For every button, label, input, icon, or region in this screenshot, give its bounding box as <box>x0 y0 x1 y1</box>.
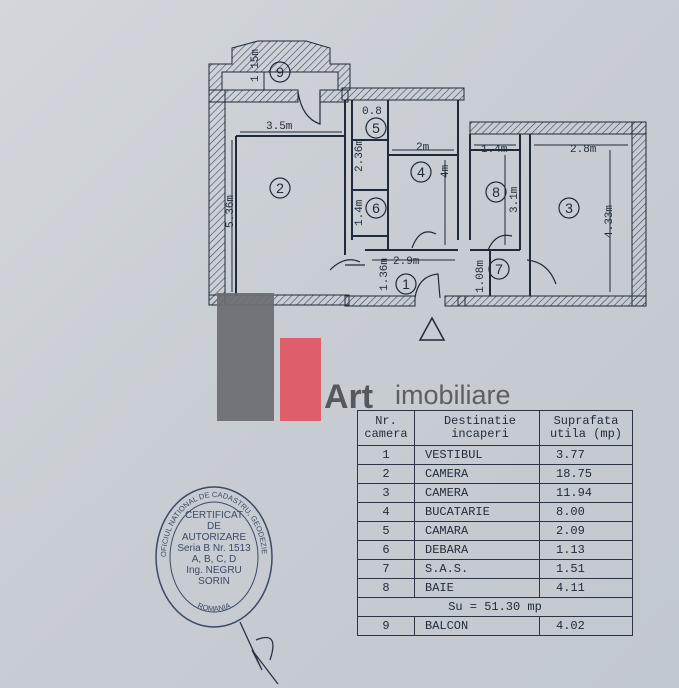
dim-bath-height: 3.1m <box>509 186 521 213</box>
table-total-row: Su = 51.30 mp <box>357 597 633 617</box>
logo-brand: Art <box>324 378 374 416</box>
room-marker-3: 3 <box>565 200 573 216</box>
dim-kitchen-height: 4m <box>440 164 452 178</box>
header-nr: Nr.camera <box>357 410 415 446</box>
dimension-lines <box>231 72 628 292</box>
logo-dark-block <box>217 293 274 421</box>
dim-pantry-top: 0.8 <box>362 106 382 118</box>
total-area: Su = 51.30 mp <box>357 597 633 617</box>
room-marker-4: 4 <box>417 164 425 180</box>
room-marker-8: 8 <box>492 184 500 200</box>
signature <box>239 621 279 685</box>
dim-vestibul-height: 1.36m <box>379 258 391 291</box>
room-marker-7: 7 <box>495 261 503 277</box>
dim-kitchen-width: 2m <box>416 142 430 154</box>
dim-vestibul-width: 2.9m <box>393 256 420 268</box>
dim-room2-width: 3.5m <box>266 121 293 133</box>
dim-sas-height: 1.08m <box>475 260 487 293</box>
dim-room3-height: 4.33m <box>604 205 616 238</box>
stamp-inner-text: CERTIFICAT DE AUTORIZARE Seria B Nr. 151… <box>177 510 251 587</box>
dim-storage-height: 1.4m <box>354 199 366 226</box>
room-markers <box>269 61 580 295</box>
dim-room2-height: 5.36m <box>225 195 237 228</box>
interior-walls <box>235 100 531 296</box>
door-arcs <box>297 91 557 299</box>
room-marker-5: 5 <box>372 120 380 136</box>
room-marker-2: 2 <box>276 180 284 196</box>
room-marker-9: 9 <box>276 64 284 80</box>
dim-room3-width: 2.8m <box>570 144 597 156</box>
entrance-marker <box>418 316 446 341</box>
stamp-bottom-text: ROMANIA <box>196 601 231 613</box>
logo-suffix: imobiliare <box>395 380 511 410</box>
logo-red-block <box>280 338 321 421</box>
dim-balcony-height: 1.15m <box>250 49 262 82</box>
authorization-stamp: OFICIUL NATIONAL DE CADASTRU, GEODEZIE S… <box>152 482 273 628</box>
dim-pantry-height: 2.36m <box>354 139 366 172</box>
outer-walls <box>208 40 647 307</box>
room-marker-1: 1 <box>402 276 410 292</box>
dim-bath-width: 1.4m <box>481 144 508 156</box>
room-marker-6: 6 <box>372 200 380 216</box>
